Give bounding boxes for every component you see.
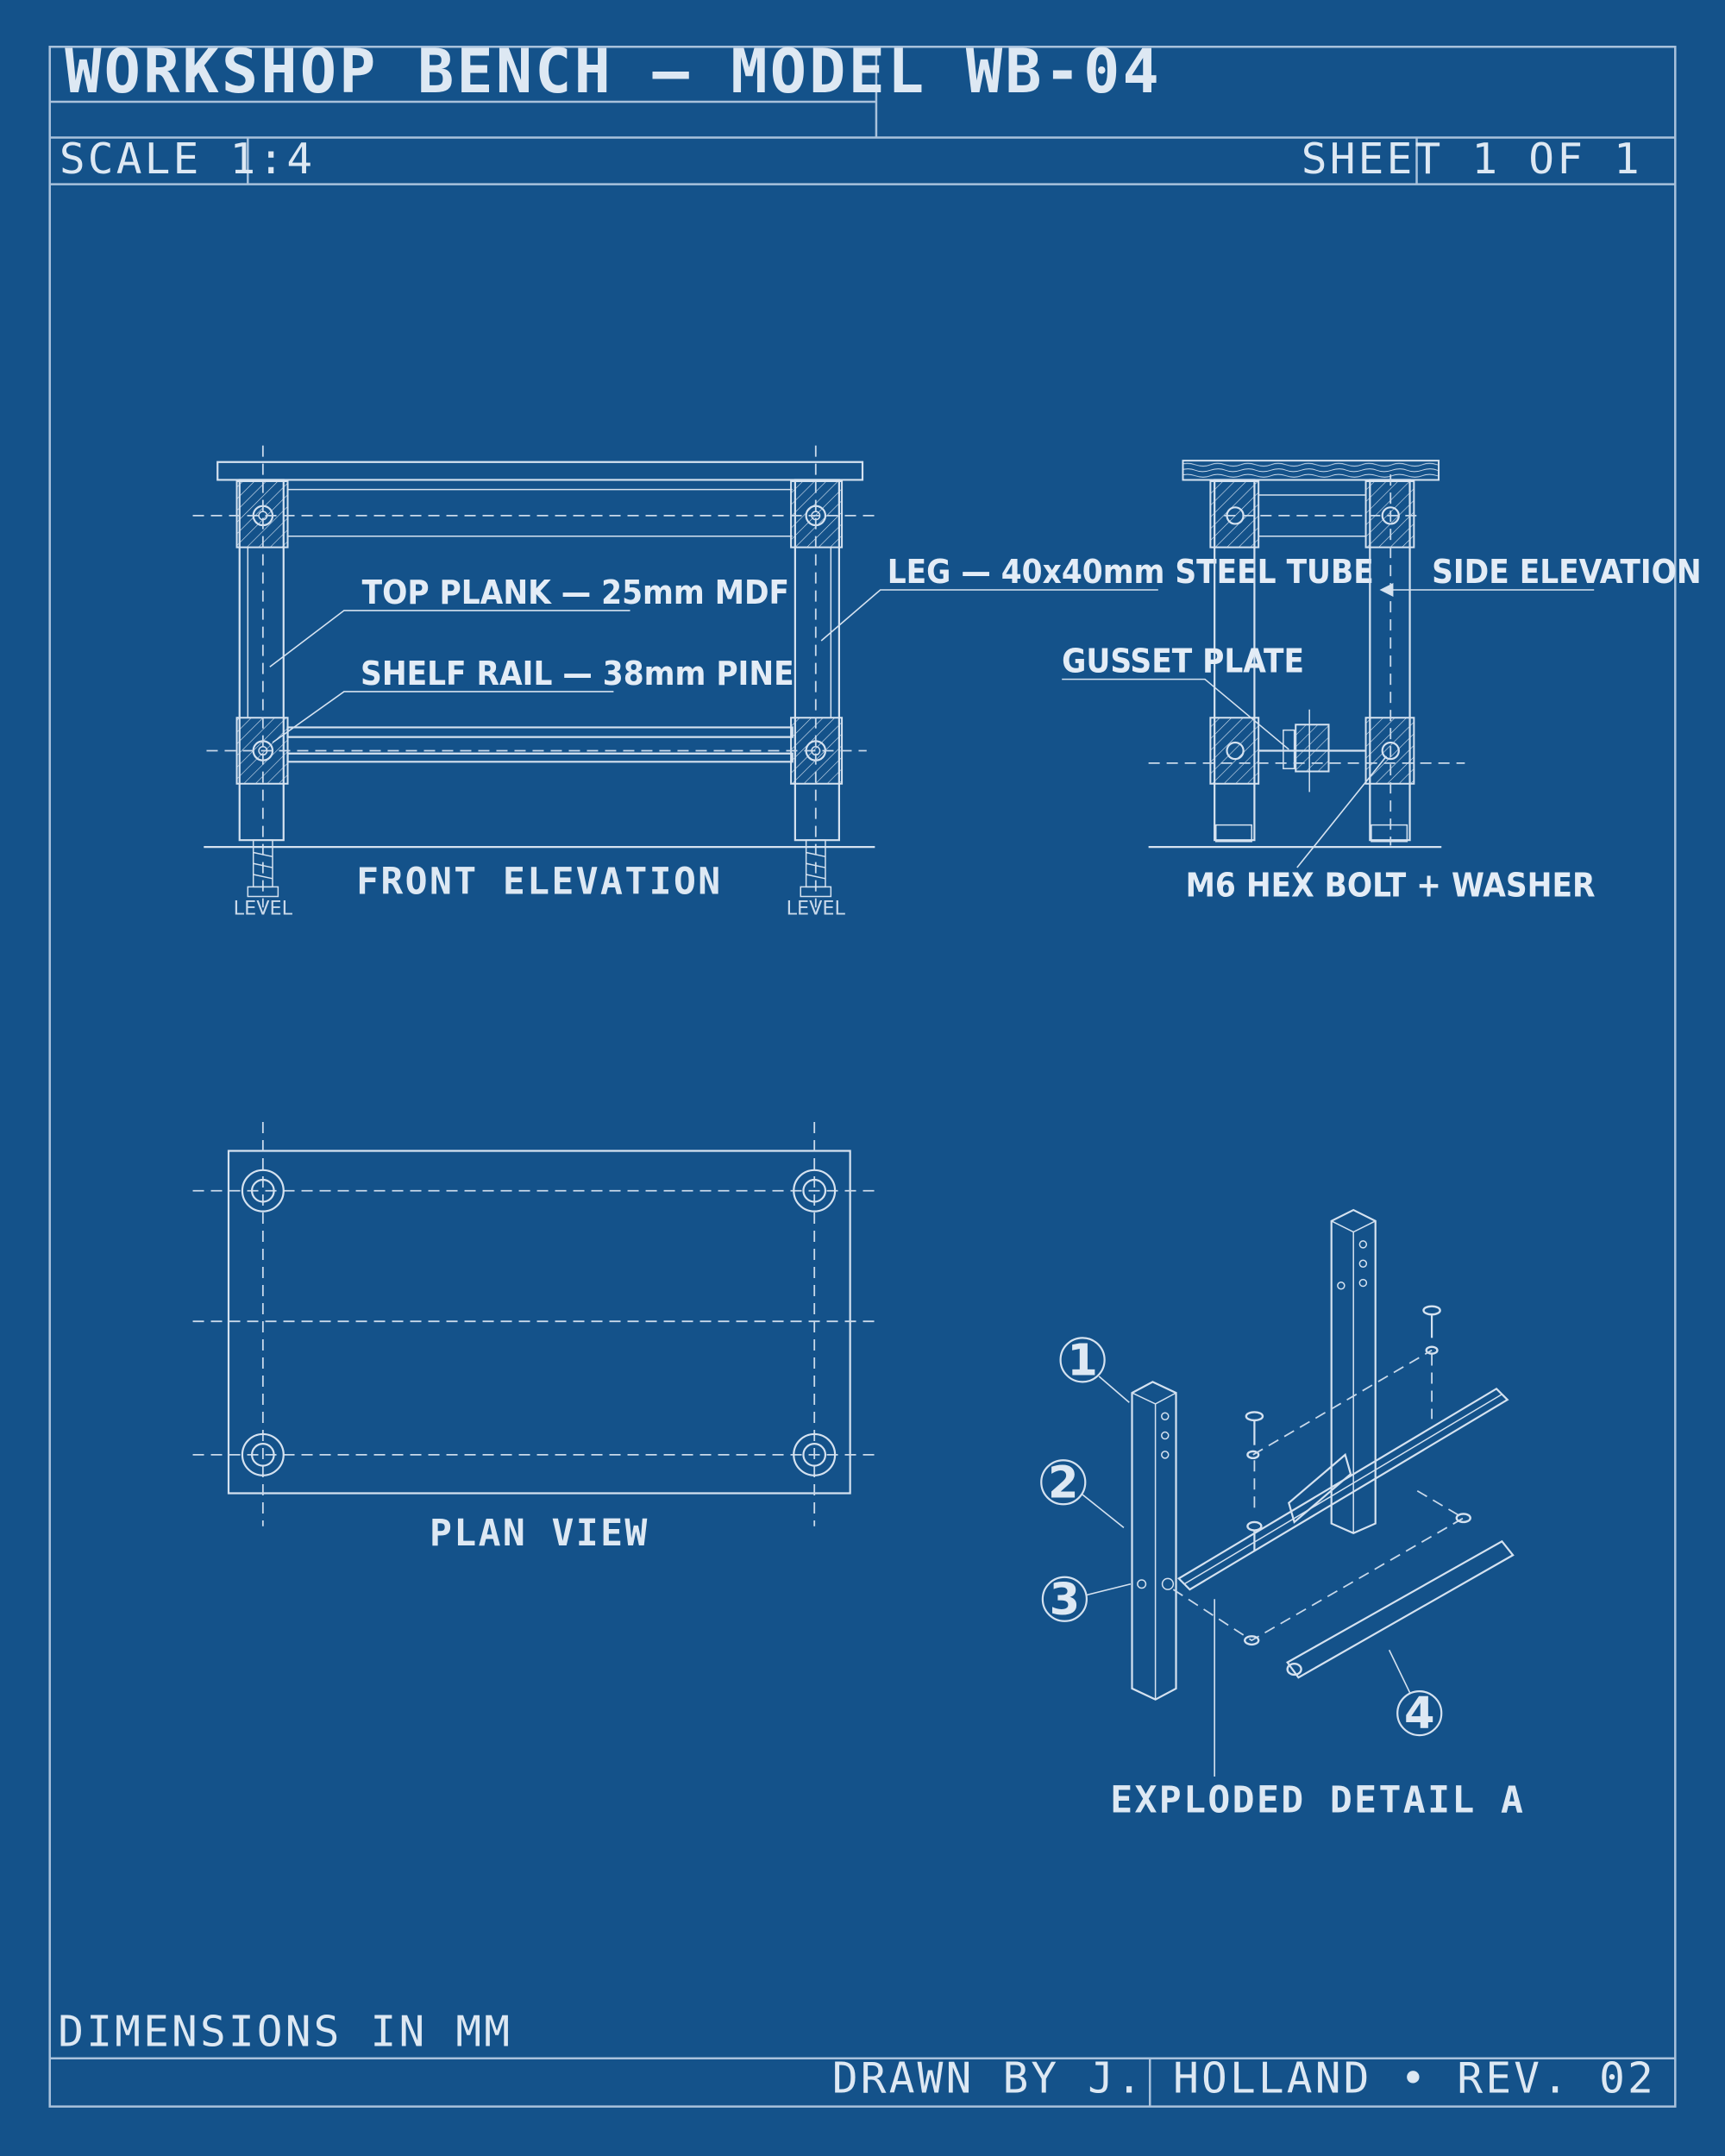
scale-label: SCALE 1:4 [60,134,315,184]
shelf-rail [288,727,793,736]
gusset-plate [1295,724,1328,771]
exploded-detail-view: 1 2 3 4 EXPLODED DETAIL A [1041,1210,1525,1821]
balloon-1-number: 1 [1067,1335,1098,1386]
top-plank [217,462,862,480]
bolt-2 [1422,1305,1441,1338]
balloon-3 [1043,1577,1087,1621]
balloon-2 [1041,1460,1085,1504]
balloon-2-number: 2 [1048,1457,1079,1508]
callout-leg: LEG — 40x40mm STEEL TUBE [888,553,1374,592]
side-top-plank [1182,461,1439,479]
title-block: WORKSHOP BENCH — MODEL WB-04 SCALE 1:4 S… [50,36,1676,2107]
upper-rail [1179,1388,1508,1589]
sheet-number: SHEET 1 OF 1 [1302,134,1642,184]
callout-top-plank: TOP PLANK — 25mm MDF [362,573,789,612]
callout-gusset-plate: GUSSET PLATE [1062,642,1304,681]
leveling-foot-label-right: LEVEL [787,897,846,919]
bolt-1 [1245,1411,1264,1445]
exploded-detail-caption: EXPLODED DETAIL A [1110,1778,1525,1821]
plan-view-caption: PLAN VIEW [430,1512,649,1555]
front-elevation-caption: FRONT ELEVATION [356,860,722,903]
balloon-3-number: 3 [1050,1575,1081,1626]
side-elevation-view: SIDE ELEVATION GUSSET PLATE M6 HEX BOLT … [1062,461,1702,906]
units-note: DIMENSIONS IN MM [58,2006,512,2056]
leveling-foot-label-left: LEVEL [234,897,293,919]
plan-view: PLAN VIEW [193,1122,881,1555]
bolt-3 [1246,1520,1263,1551]
drawn-by-revision: DRAWN BY J. HOLLAND • REV. 02 [832,2053,1656,2103]
callout-shelf-rail: SHELF RAIL — 38mm PINE [361,655,794,693]
rear-post [1332,1210,1376,1533]
front-post [1132,1382,1176,1699]
lower-rail [1288,1541,1513,1677]
balloon-4-number: 4 [1404,1689,1434,1739]
balloon-1 [1061,1338,1105,1382]
callout-hex-bolt: M6 HEX BOLT + WASHER [1186,867,1596,906]
front-elevation-view: LEVEL LEVEL TOP PLANK — 25mm MDF SHELF R… [193,446,1374,919]
balloon-4 [1397,1691,1441,1735]
drawing-title: WORKSHOP BENCH — MODEL WB-04 [65,36,1162,107]
side-elevation-caption: SIDE ELEVATION [1432,553,1702,592]
